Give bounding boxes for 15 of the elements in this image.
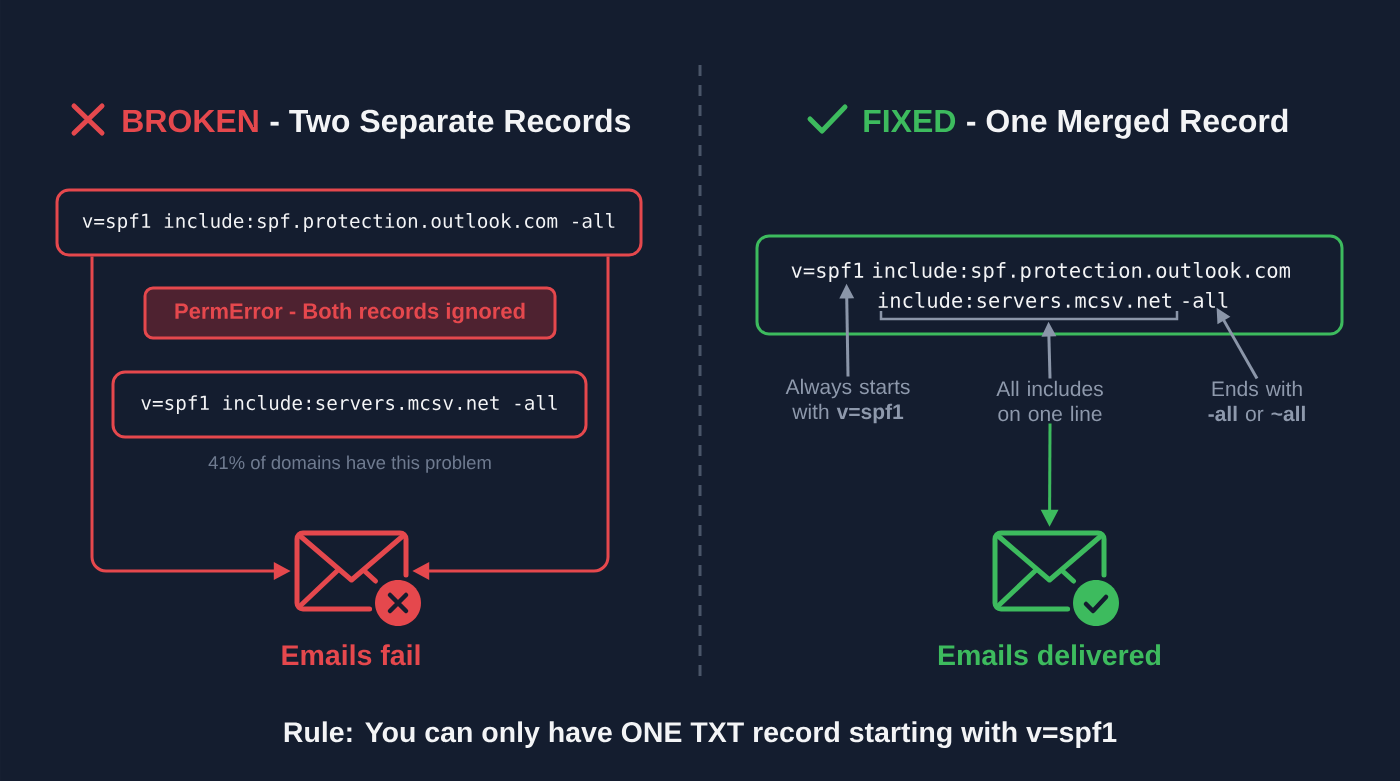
error-box: PermError - Both records ignored — [143, 286, 557, 340]
footnote-text: 41% of domains have this problem — [208, 455, 491, 473]
result-label: Emails fail — [282, 644, 420, 666]
annotation-text: Ends with -all or ~all — [1208, 380, 1305, 422]
record-box: v=spf1 include:spf.protection.outlook.com include:servers.mcsv.net -all — [755, 234, 1344, 336]
annotation-text: Always starts with v=spf1 — [785, 378, 910, 424]
result-label: Emails delivered — [938, 644, 1161, 666]
annotation-text: All includes on one line — [996, 380, 1103, 422]
heading-text: - One Merged Record — [967, 108, 1288, 139]
record-box: v=spf1 include:servers.mcsv.net -all — [111, 370, 588, 439]
heading-text: - Two Separate Records — [270, 108, 631, 139]
heading-text: BROKEN — [123, 109, 258, 133]
heading-text: FIXED — [864, 110, 956, 132]
rule-text: Rule: You can only have ONE TXT record starting with v=spf1 — [284, 721, 1117, 749]
record-box: v=spf1 include:spf.protection.outlook.com -all — [55, 188, 643, 257]
